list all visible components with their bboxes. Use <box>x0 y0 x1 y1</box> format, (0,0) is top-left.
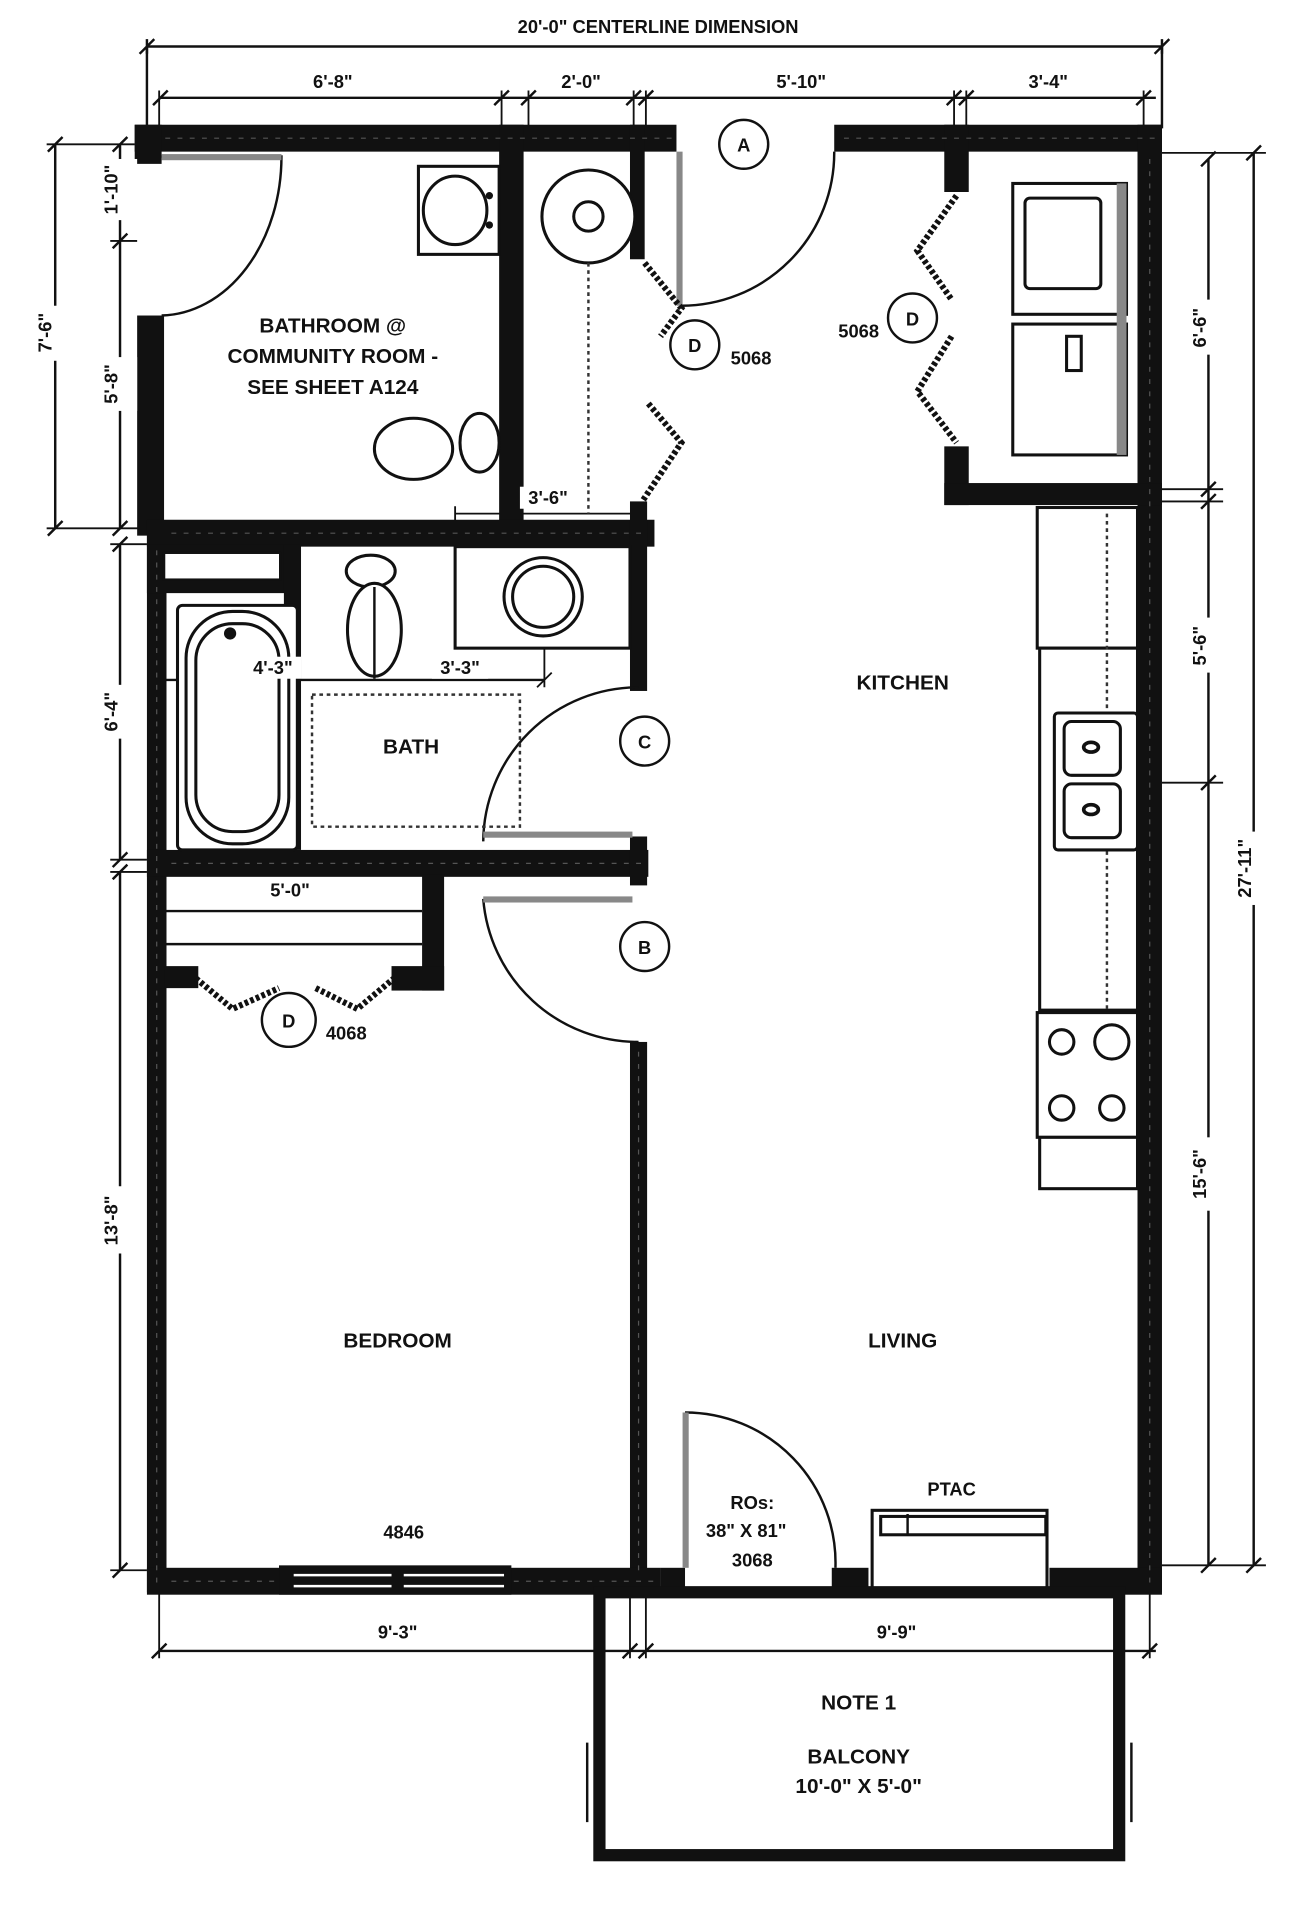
dim-closet-depth: 3'-6" <box>528 487 568 508</box>
dim-top-3: 5'-10" <box>776 71 826 92</box>
balcony-door-ro-size: 38" X 81" <box>706 1520 787 1541</box>
dim-right-counter: 5'-6" <box>1189 626 1210 666</box>
door-tag-d-closet: D <box>688 335 701 356</box>
door-tag-d-laundry: D <box>906 308 919 329</box>
dim-bottom-living: 9'-9" <box>877 1622 917 1643</box>
dim-left-bath: 6'-4" <box>101 692 122 732</box>
dim-left-overall: 7'-6" <box>35 313 56 353</box>
room-label-bath: BATH <box>383 735 439 758</box>
fixtures <box>166 164 1140 1862</box>
room-label-community-bath-3: SEE SHEET A124 <box>247 376 419 399</box>
door-tag-c: C <box>638 731 651 752</box>
centerline-dimension: 20'-0" CENTERLINE DIMENSION <box>518 16 799 37</box>
room-label-kitchen: KITCHEN <box>857 672 949 695</box>
dim-toilet-sink: 3'-3" <box>440 657 480 678</box>
dim-left-seg1: 1'-10" <box>101 165 122 215</box>
door-tag-d-bedroom: D <box>282 1010 295 1031</box>
dim-left-bedroom: 13'-8" <box>101 1196 122 1246</box>
ptac-label: PTAC <box>927 1479 976 1500</box>
door-tag-b: B <box>638 937 651 958</box>
room-label-balcony: BALCONY <box>807 1745 910 1768</box>
labels: 20'-0" CENTERLINE DIMENSION 6'-8" 2'-0" … <box>35 12 1271 1798</box>
dim-bedroom-closet: 5'-0" <box>270 879 310 900</box>
dim-tub-toilet: 4'-3" <box>253 657 293 678</box>
balcony-door-code: 3068 <box>732 1550 773 1571</box>
door-code-closet: 5068 <box>731 347 772 368</box>
dim-right-lower: 15'-6" <box>1189 1149 1210 1199</box>
room-label-living: LIVING <box>868 1330 937 1353</box>
balcony-door-ro-label: ROs: <box>730 1492 774 1513</box>
door-tag-a: A <box>737 135 750 156</box>
doors <box>161 151 960 1595</box>
dim-top-4: 3'-4" <box>1028 71 1068 92</box>
dim-top-1: 6'-8" <box>313 71 353 92</box>
dim-right-laundry: 6'-6" <box>1189 308 1210 348</box>
balcony-size: 10'-0" X 5'-0" <box>795 1775 922 1798</box>
room-label-community-bath-1: BATHROOM @ <box>259 315 406 338</box>
door-code-bedroom: 4068 <box>326 1022 367 1043</box>
dim-right-overall: 27'-11" <box>1234 839 1255 898</box>
window-code: 4846 <box>383 1521 424 1542</box>
dim-left-seg2: 5'-8" <box>101 364 122 404</box>
dim-top-2: 2'-0" <box>561 71 601 92</box>
door-code-laundry: 5068 <box>838 321 879 342</box>
balcony-note: NOTE 1 <box>821 1692 896 1715</box>
room-label-bedroom: BEDROOM <box>343 1330 451 1353</box>
room-label-community-bath-2: COMMUNITY ROOM - <box>227 345 438 368</box>
dim-bottom-bedroom: 9'-3" <box>378 1622 418 1643</box>
